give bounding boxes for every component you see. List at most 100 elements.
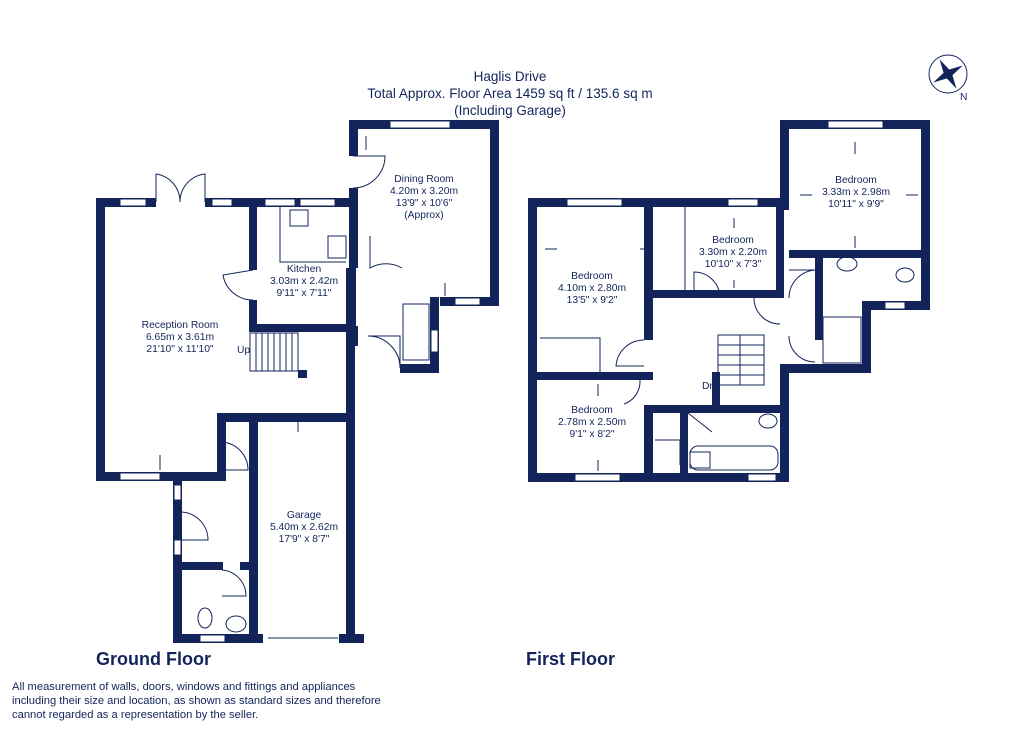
window [119,198,147,207]
title-line-1: Haglis Drive [473,69,547,84]
wall [528,198,788,207]
wall [537,372,653,380]
wall [644,405,694,413]
door-swing [753,297,781,325]
basin [689,451,711,469]
window [827,120,884,129]
door-swing [221,569,247,597]
room-name: Bedroom [571,271,613,282]
room-imperial: 13'9" x 10'6" [395,198,453,209]
door-swing [155,173,181,203]
toilet [197,607,213,629]
door-swing [369,236,403,269]
toilet [758,413,778,429]
wall [349,120,358,156]
wall [240,562,258,570]
wall [346,332,355,422]
disclaimer-text: All measurement of walls, doors, windows… [12,681,381,721]
window [430,329,439,353]
room-imperial: 13'5" x 9'2" [566,295,618,306]
wall [815,250,823,340]
window [173,539,182,556]
door-swing [368,335,401,368]
plan-title: Haglis Drive Total Approx. Floor Area 14… [300,68,720,119]
door-swing [221,441,249,471]
window [884,301,906,310]
windows [119,120,906,643]
room-metric: 5.40m x 2.62m [269,522,339,533]
wall [173,562,223,570]
door-swing [615,339,645,367]
window [211,198,233,207]
wall [712,372,720,412]
window [299,198,336,207]
wall [528,473,788,482]
room-bedroom-mid: Bedroom 3.30m x 2.20m 10'10" x 7'3" [699,235,767,271]
door-swing [367,335,401,369]
door-swing [179,511,209,541]
wall [776,207,784,297]
room-kitchen: Kitchen 3.03m x 2.42m 9'11" x 7'11" [270,264,338,300]
room-garage: Garage 5.40m x 2.62m 17'9" x 8'7" [270,510,338,546]
room-imperial: 10'10" x 7'3" [704,259,762,270]
kitchen-counter [279,207,346,263]
room-metric: 3.33m x 2.98m [821,187,891,198]
room-metric: 4.10m x 2.80m [557,283,627,294]
room-name: Bedroom [712,235,754,246]
window [566,198,623,207]
room-imperial: 10'11" x 9'9" [828,199,884,210]
room-note: (Approx) [404,210,444,221]
room-imperial: 21'10" x 11'10" [146,344,214,355]
wall [644,298,653,340]
first-floor-label: First Floor [526,649,615,669]
title-line-2: Total Approx. Floor Area 1459 sq ft / 13… [367,86,653,101]
window [747,473,777,482]
wall [400,364,439,373]
wall [249,413,258,643]
wardrobe [540,337,601,372]
title-line-3: (Including Garage) [454,103,566,118]
window [173,484,182,501]
room-dining: Dining Room 4.20m x 3.20m 13'9" x 10'6" … [390,174,458,222]
wall [789,250,929,258]
ground-floor-label: Ground Floor [96,649,211,669]
door-swing [693,271,721,299]
window [574,473,621,482]
wall [644,207,653,297]
door-swing [655,439,681,465]
window [119,472,161,481]
room-name: Bedroom [571,405,613,416]
wall [528,198,537,482]
cupboard [402,303,430,361]
room-bedroom-large: Bedroom 4.10m x 2.80m 13'5" x 9'2" [558,271,626,307]
fixtures [155,136,918,639]
room-metric: 3.03m x 2.42m [269,276,339,287]
wall [349,188,358,268]
hob [327,235,347,259]
bath [689,445,779,471]
wall [780,120,789,210]
room-name: Bedroom [835,175,877,186]
compass-icon [928,54,968,94]
sink [289,209,309,227]
room-metric: 6.65m x 3.61m [145,332,215,343]
wall [688,405,788,413]
toilet [895,267,915,283]
stairs-up-label: Up [237,345,251,356]
wall [249,324,355,332]
wall [862,301,871,373]
wall [346,413,355,643]
room-metric: 3.30m x 2.20m [698,247,768,258]
basin [836,256,858,272]
window [199,634,226,643]
window [454,297,481,306]
wall [644,405,653,475]
room-imperial: 17'9" x 8'7" [278,534,330,545]
wall [346,268,356,332]
room-reception: Reception Room 6.65m x 3.61m 21'10" x 11… [142,320,219,356]
window [727,198,759,207]
room-metric: 2.78m x 2.50m [557,417,627,428]
door-swing [788,335,816,363]
wall [249,198,257,270]
window [264,198,296,207]
